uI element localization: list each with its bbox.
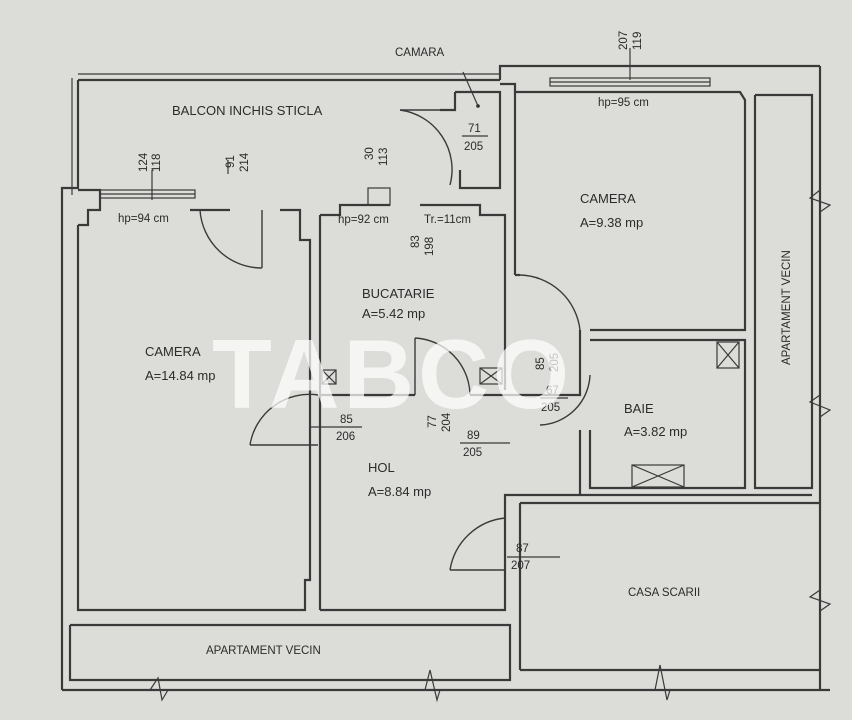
label-balcon: BALCON INCHIS STICLA: [172, 103, 323, 118]
dim-right-window-top: 207: [618, 31, 630, 50]
dim-camera-small-door-bottom: 205: [549, 353, 561, 372]
label-camera-big: CAMERA: [145, 344, 201, 359]
label-baie: BAIE: [624, 401, 654, 416]
dim-left-window-bottom: 118: [151, 154, 163, 172]
annotation-hp95: hp=95 cm: [598, 97, 649, 109]
dim-baie-door-bottom: 205: [541, 402, 560, 414]
dim-entry-door-bottom: 207: [511, 560, 530, 572]
annotations: hp=94 cm hp=92 cm Tr.=11cm hp=95 cm: [118, 97, 649, 226]
dim-entry-door-top: 87: [516, 543, 529, 555]
annotation-hp94: hp=94 cm: [118, 213, 169, 225]
doors: [199, 109, 591, 571]
area-bucatarie: A=5.42 mp: [362, 306, 425, 321]
dim-balcon-door-bottom: 214: [239, 152, 251, 172]
dim-right-window-bottom: 119: [632, 32, 644, 50]
walls: [60, 64, 830, 692]
dim-camara-bottom: 205: [464, 141, 483, 153]
dim-hol-kitchen-door-top: 77: [427, 415, 439, 428]
label-apartament-vecin-right: APARTAMENT VECIN: [781, 250, 793, 365]
dim-camara-top: 71: [468, 123, 481, 135]
opening-dimensions: 124 118 91 214 30 113 83 198 71 205 207 …: [138, 31, 644, 572]
area-camera-big: A=14.84 mp: [145, 368, 215, 383]
label-camera-small: CAMERA: [580, 191, 636, 206]
dim-kitchen-window-bottom: 113: [378, 148, 390, 166]
vent-shafts: [321, 341, 740, 488]
dim-camera-big-door-bottom: 206: [336, 431, 355, 443]
dim-camera-big-door-top: 85: [340, 414, 353, 426]
area-camera-small: A=9.38 mp: [580, 215, 643, 230]
area-baie: A=3.82 mp: [624, 424, 687, 439]
dim-baie-door-top: 67: [546, 385, 559, 397]
label-camara: CAMARA: [395, 47, 445, 59]
label-casa-scarii: CASA SCARII: [628, 587, 700, 599]
dim-hol-door-top: 89: [467, 430, 480, 442]
area-hol: A=8.84 mp: [368, 484, 431, 499]
room-labels: BALCON INCHIS STICLA CAMARA CAMERA A=9.3…: [145, 47, 793, 657]
dim-kitchen-door-bottom: 198: [424, 237, 436, 256]
dim-kitchen-door-top: 83: [410, 235, 422, 248]
label-bucatarie: BUCATARIE: [362, 286, 435, 301]
dim-left-window-top: 124: [138, 152, 150, 172]
dim-camera-small-door-top: 85: [535, 357, 547, 370]
dim-hol-door-bottom: 205: [463, 447, 482, 459]
annotation-hp92: hp=92 cm: [338, 214, 389, 226]
label-hol: HOL: [368, 460, 395, 475]
dim-hol-kitchen-door-bottom: 204: [441, 412, 453, 432]
label-apartament-vecin-bottom: APARTAMENT VECIN: [206, 645, 321, 657]
windows: [99, 48, 711, 206]
annotation-tr: Tr.=11cm: [424, 214, 471, 226]
dimension-lines: [227, 135, 568, 558]
break-lines: [149, 71, 832, 703]
watermark: TABCO: [212, 319, 573, 429]
dim-balcon-door-top: 91: [225, 155, 237, 168]
dim-kitchen-window-top: 30: [364, 147, 376, 160]
